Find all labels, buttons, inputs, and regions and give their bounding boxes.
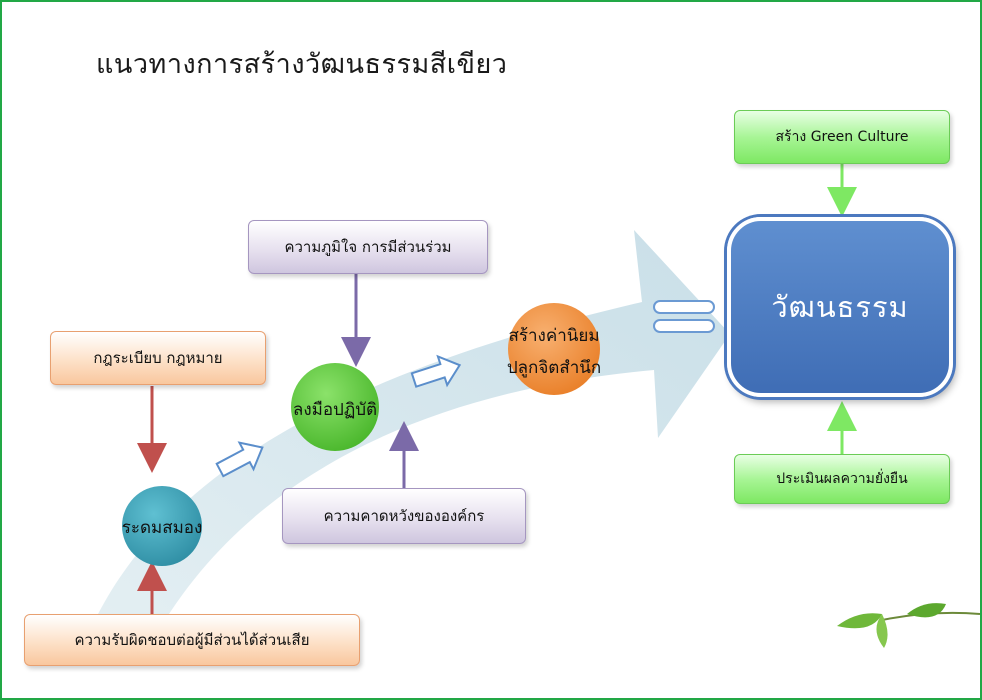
stakeholder-box: ความรับผิดชอบต่อผู้มีส่วนได้ส่วนเสีย <box>24 614 360 666</box>
rules-label: กฎระเบียบ กฎหมาย <box>93 349 223 367</box>
values-circle <box>508 303 600 395</box>
page-title: แนวทางการสร้างวัฒนธรรมสีเขียว <box>96 49 508 80</box>
rules-box: กฎระเบียบ กฎหมาย <box>50 331 266 385</box>
leaf-icon <box>837 603 980 648</box>
values-label-line2: ปลูกจิตสำนึก <box>506 358 602 378</box>
culture-result-box: วัฒนธรรม <box>727 217 953 397</box>
curved-band-arrow <box>98 230 730 642</box>
values-label-line1: สร้างค่านิยม <box>508 326 600 346</box>
create-green-culture-label: สร้าง Green Culture <box>775 129 909 145</box>
brainstorm-label: ระดมสมอง <box>121 518 203 538</box>
evaluate-box: ประเมินผลความยั่งยืน <box>734 454 950 504</box>
create-green-culture-box: สร้าง Green Culture <box>734 110 950 164</box>
action-circle <box>291 363 379 451</box>
equals-icon <box>653 300 715 333</box>
block-arrow-icon <box>410 354 462 388</box>
stakeholder-label: ความรับผิดชอบต่อผู้มีส่วนได้ส่วนเสีย <box>74 631 310 649</box>
pride-label: ความภูมิใจ การมีส่วนร่วม <box>284 238 452 256</box>
expectation-box: ความคาดหวังขององค์กร <box>282 488 526 544</box>
pride-box: ความภูมิใจ การมีส่วนร่วม <box>248 220 488 274</box>
brainstorm-circle <box>122 486 202 566</box>
evaluate-label: ประเมินผลความยั่งยืน <box>776 471 908 487</box>
block-arrow-icon <box>215 441 264 478</box>
culture-result-label: วัฒนธรรม <box>771 290 909 324</box>
expectation-label: ความคาดหวังขององค์กร <box>323 507 485 525</box>
action-label: ลงมือปฏิบัติ <box>292 400 378 420</box>
